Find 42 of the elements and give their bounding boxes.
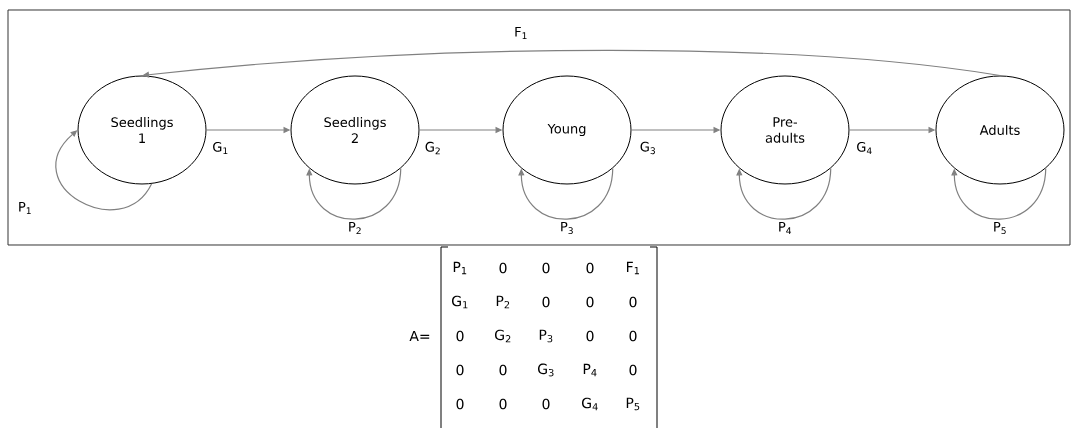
matrix-entry: 0 <box>629 296 637 308</box>
matrix-entry: P$_{1}$ <box>453 261 467 275</box>
edge-label: P$_{5}$ <box>994 221 1006 235</box>
matrix-entry: P$_{5}$ <box>626 397 640 411</box>
matrix-entry: G$_{2}$ <box>495 329 511 343</box>
arrow <box>518 167 614 220</box>
matrix-name: A= <box>409 330 430 342</box>
matrix-entry: 0 <box>456 364 464 376</box>
edge-label: P$_{1}$ <box>19 202 31 214</box>
matrix-entry: 0 <box>499 262 507 274</box>
arrow <box>142 49 1001 78</box>
matrix-entry: P$_{3}$ <box>539 329 553 343</box>
matrix-entry: G$_{4}$ <box>582 397 598 411</box>
edge-label: F$_{1}$ <box>515 27 527 39</box>
matrix-entry: 0 <box>629 364 637 376</box>
edge-label: P$_{4}$ <box>779 222 792 234</box>
matrix-entry: 0 <box>586 330 594 342</box>
matrix-entry: 0 <box>456 398 464 410</box>
matrix-entry: 0 <box>499 398 507 410</box>
matrix-entry: G$_{1}$ <box>452 295 468 309</box>
matrix-entry: P$_{4}$ <box>583 363 597 377</box>
matrix-entry: F$_{1}$ <box>627 261 639 275</box>
matrix-entry: P$_{2}$ <box>496 295 510 309</box>
edge-label: G$_{4}$ <box>857 141 872 155</box>
arrow <box>55 130 153 211</box>
arrow <box>736 167 832 220</box>
matrix-entry: 0 <box>456 330 464 342</box>
edge-label: P$_{2}$ <box>349 221 361 235</box>
arrow <box>951 167 1047 220</box>
matrix-entry: 0 <box>542 398 550 410</box>
matrix-entry: 0 <box>542 262 550 274</box>
edge-label: G$_{3}$ <box>640 141 655 155</box>
matrix-entry: 0 <box>542 296 550 308</box>
matrix-entry: 0 <box>629 330 637 342</box>
matrix-entry: G$_{3}$ <box>538 363 554 377</box>
matrix-entry: 0 <box>586 262 594 274</box>
edge-label: G$_{1}$ <box>213 141 228 155</box>
arrow <box>306 167 402 220</box>
matrix-entry: 0 <box>586 296 594 308</box>
edge-label: P$_{3}$ <box>561 221 573 235</box>
edge-label: G$_{2}$ <box>425 141 440 155</box>
matrix-entry: 0 <box>499 364 507 376</box>
